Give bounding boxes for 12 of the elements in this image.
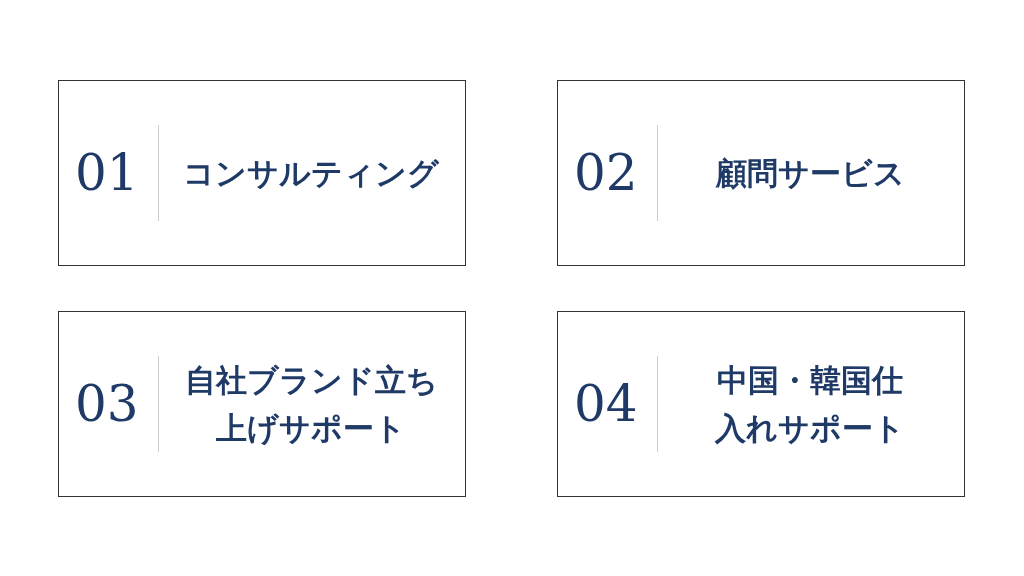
service-box xyxy=(557,80,965,266)
service-box xyxy=(557,311,965,497)
item-number: 03 xyxy=(75,379,139,429)
service-title: 顧問サービス xyxy=(715,154,905,193)
service-title: コンサルティング xyxy=(183,154,439,193)
item-number: 01 xyxy=(75,148,139,198)
service-box xyxy=(58,80,466,266)
service-title: 中国・韓国仕入れサポート xyxy=(713,360,906,448)
item-number: 02 xyxy=(574,148,638,198)
item-number: 04 xyxy=(574,379,638,429)
service-title: 自社ブランド立ち上げサポート xyxy=(183,360,439,448)
service-box xyxy=(58,311,466,497)
